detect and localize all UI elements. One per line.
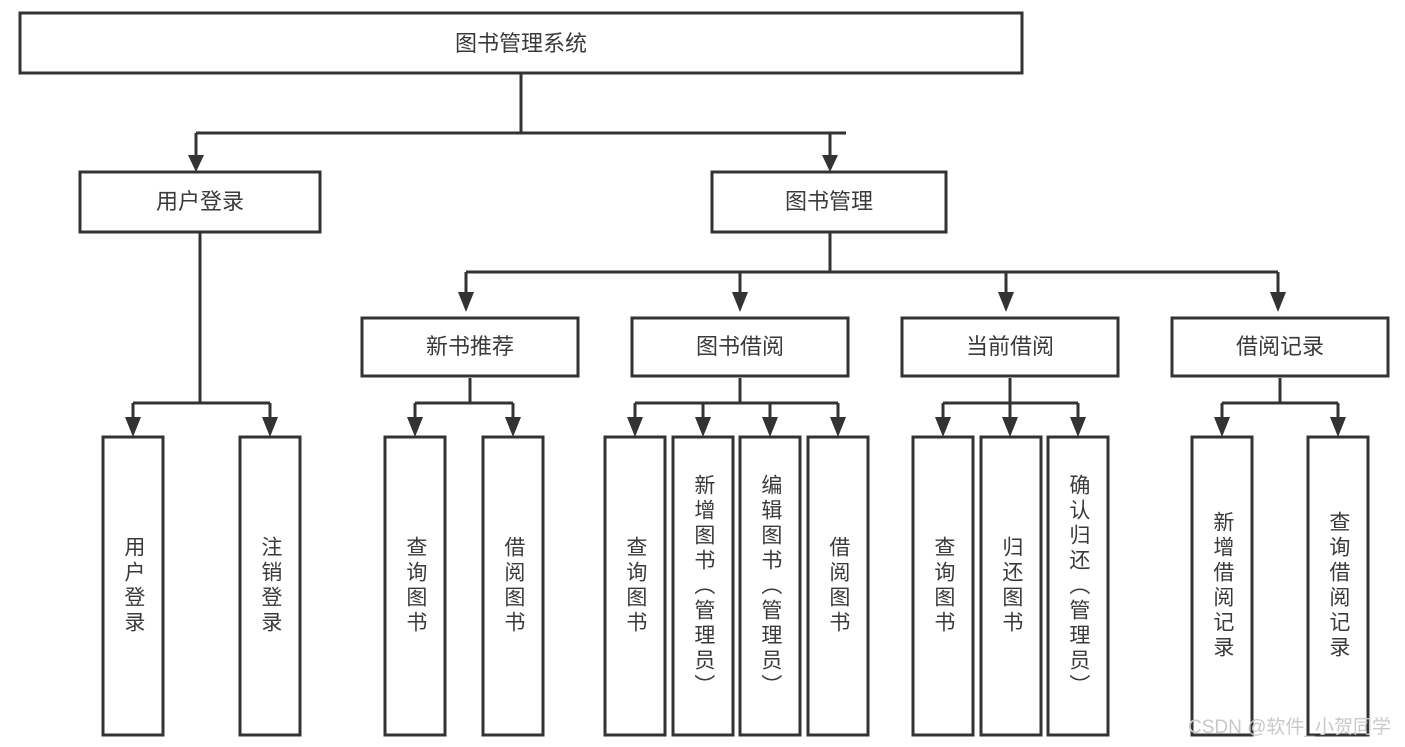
node-user-login[interactable]: 用户登录 [78, 170, 322, 234]
connector-new-book-to-leaves [407, 378, 521, 437]
leaf-user-login-1-box[interactable] [238, 435, 302, 737]
node-new-book-recommend[interactable]: 新书推荐 [360, 316, 580, 378]
leaf-book-borrow-1-label: 新增图书（管理员） [691, 473, 715, 699]
leaf-user-login-0-box[interactable] [101, 435, 165, 737]
leaf-current-borrow-1[interactable]: 归还图书 [979, 435, 1043, 737]
leaf-current-borrow-0-label: 查询图书 [931, 536, 955, 636]
node-borrow-record-box[interactable] [1170, 316, 1390, 378]
node-borrow-record-label: 借阅记录 [1236, 334, 1324, 359]
connector-user-login-to-leaves [125, 232, 278, 437]
connector-current-borrow-to-leaves [935, 378, 1086, 437]
leaf-book-borrow-2-label: 编辑图书（管理员） [758, 473, 782, 699]
leaf-book-borrow-1-box[interactable] [671, 435, 735, 737]
leaf-new-book-0-label: 查询图书 [403, 536, 427, 636]
leaf-current-borrow-2-box[interactable] [1046, 435, 1110, 737]
node-root[interactable]: 图书管理系统 [18, 11, 1024, 75]
connector-book-mgmt-to-level2 [458, 232, 1286, 312]
node-book-borrow-box[interactable] [630, 316, 850, 378]
connector-book-borrow-to-leaves [627, 378, 846, 437]
node-current-borrow[interactable]: 当前借阅 [900, 316, 1120, 378]
leaf-borrow-record-1[interactable]: 查询借阅记录 [1306, 435, 1370, 737]
node-borrow-record[interactable]: 借阅记录 [1170, 316, 1390, 378]
node-current-borrow-box[interactable] [900, 316, 1120, 378]
leaf-current-borrow-2-label: 确认归还（管理员） [1066, 473, 1090, 699]
leaf-book-borrow-2[interactable]: 编辑图书（管理员） [738, 435, 802, 737]
node-book-borrow-label: 图书借阅 [696, 334, 784, 359]
node-new-book-recommend-box[interactable] [360, 316, 580, 378]
leaf-borrow-record-0-label: 新增借阅记录 [1210, 511, 1234, 661]
leaf-book-borrow-3-label: 借阅图书 [826, 536, 850, 636]
node-book-management-box[interactable] [710, 170, 948, 234]
leaf-user-login-0[interactable]: 用户登录 [101, 435, 165, 737]
leaf-new-book-0-box[interactable] [383, 435, 447, 737]
node-book-management-label: 图书管理 [785, 189, 873, 214]
leaf-user-login-1[interactable]: 注销登录 [238, 435, 302, 737]
leaf-current-borrow-0[interactable]: 查询图书 [911, 435, 975, 737]
node-root-label: 图书管理系统 [455, 31, 587, 56]
leaf-book-borrow-3-box[interactable] [806, 435, 870, 737]
leaf-current-borrow-1-box[interactable] [979, 435, 1043, 737]
leaf-book-borrow-0[interactable]: 查询图书 [603, 435, 667, 737]
connector-root-to-level1 [188, 73, 846, 172]
leaf-new-book-1-box[interactable] [481, 435, 545, 737]
leaf-book-borrow-1[interactable]: 新增图书（管理员） [671, 435, 735, 737]
leaf-user-login-1-label: 注销登录 [258, 536, 282, 636]
node-new-book-recommend-label: 新书推荐 [426, 334, 514, 359]
connector-borrow-record-to-leaves [1214, 378, 1346, 437]
leaf-current-borrow-0-box[interactable] [911, 435, 975, 737]
leaf-borrow-record-1-box[interactable] [1306, 435, 1370, 737]
leaf-borrow-record-1-label: 查询借阅记录 [1326, 511, 1350, 661]
leaf-user-login-0-label: 用户登录 [121, 536, 145, 636]
leaf-borrow-record-0[interactable]: 新增借阅记录 [1190, 435, 1254, 737]
node-user-login-box[interactable] [78, 170, 322, 234]
leaf-new-book-0[interactable]: 查询图书 [383, 435, 447, 737]
leaf-book-borrow-0-label: 查询图书 [623, 536, 647, 636]
node-current-borrow-label: 当前借阅 [966, 334, 1054, 359]
leaf-new-book-1-label: 借阅图书 [501, 536, 525, 636]
leaf-borrow-record-0-box[interactable] [1190, 435, 1254, 737]
leaf-new-book-1[interactable]: 借阅图书 [481, 435, 545, 737]
leaf-current-borrow-1-label: 归还图书 [999, 536, 1023, 636]
leaf-book-borrow-2-box[interactable] [738, 435, 802, 737]
leaf-book-borrow-3[interactable]: 借阅图书 [806, 435, 870, 737]
leaf-book-borrow-0-box[interactable] [603, 435, 667, 737]
node-root-box[interactable] [18, 11, 1024, 75]
node-book-borrow[interactable]: 图书借阅 [630, 316, 850, 378]
node-user-login-label: 用户登录 [156, 189, 244, 214]
leaf-current-borrow-2[interactable]: 确认归还（管理员） [1046, 435, 1110, 737]
node-book-management[interactable]: 图书管理 [710, 170, 948, 234]
csdn-watermark: CSDN @软件_小贺同学 [1188, 717, 1391, 738]
